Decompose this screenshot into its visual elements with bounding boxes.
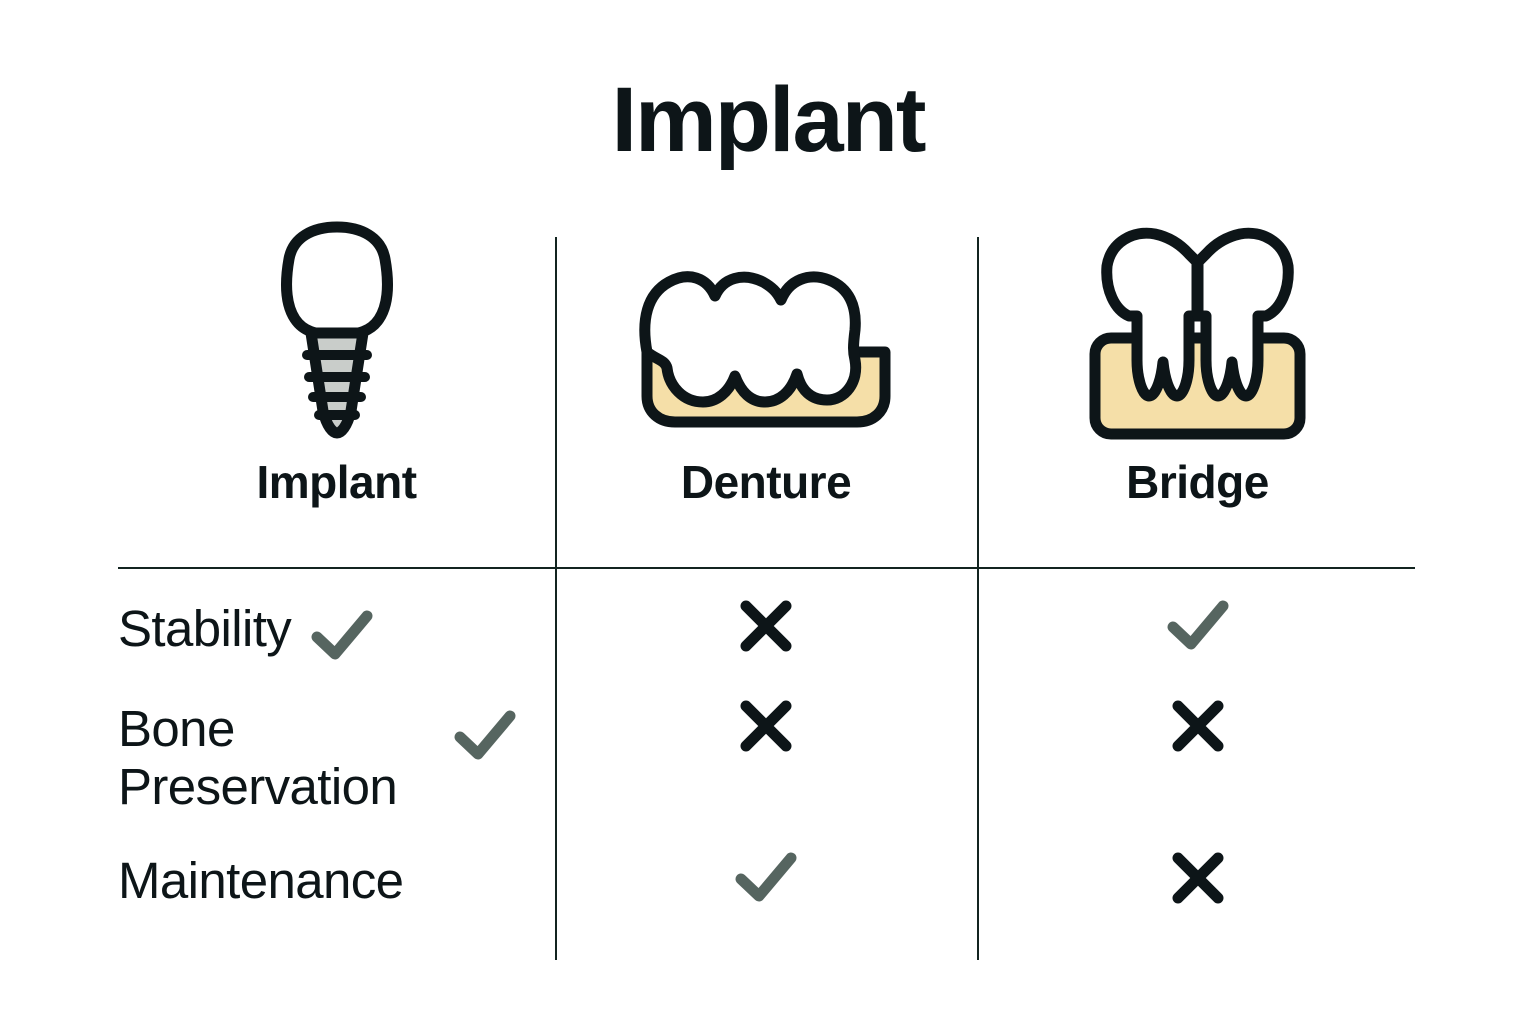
table-row: Bone Preservation xyxy=(118,682,1418,834)
check-icon xyxy=(555,848,987,908)
comparison-table: Implant Denture xyxy=(118,210,1418,970)
column-header-bridge: Bridge xyxy=(977,210,1418,550)
table-header-row: Implant Denture xyxy=(118,210,1418,550)
table-body: Stability xyxy=(118,582,1418,934)
feature-label: Bone Preservation xyxy=(118,700,398,815)
cell-implant: Bone Preservation xyxy=(118,682,555,834)
cell-bridge xyxy=(977,582,1418,682)
table-row: Maintenance xyxy=(118,834,1418,934)
cross-icon xyxy=(977,696,1418,756)
column-divider-2 xyxy=(977,237,979,960)
page-title: Implant xyxy=(611,69,926,171)
column-header-label: Bridge xyxy=(1126,456,1269,508)
check-icon xyxy=(309,606,375,671)
table-row: Stability xyxy=(118,582,1418,682)
cell-denture xyxy=(555,682,977,834)
feature-label: Stability xyxy=(118,600,292,657)
cell-implant: Stability xyxy=(118,582,555,682)
cross-icon xyxy=(555,596,987,656)
column-header-implant: Implant xyxy=(118,210,555,550)
cross-icon xyxy=(555,696,987,756)
header-rule xyxy=(118,567,1415,569)
denture-icon xyxy=(631,210,901,445)
cell-denture xyxy=(555,582,977,682)
dental-bridge-icon xyxy=(1085,210,1310,445)
column-header-denture: Denture xyxy=(555,210,977,550)
dental-implant-icon xyxy=(247,210,427,445)
cell-bridge xyxy=(977,682,1418,834)
cell-implant: Maintenance xyxy=(118,834,555,934)
check-icon xyxy=(977,596,1418,656)
column-divider-1 xyxy=(555,237,557,960)
feature-label: Maintenance xyxy=(118,852,404,909)
cell-bridge xyxy=(977,834,1418,934)
column-header-label: Denture xyxy=(680,456,852,508)
check-icon xyxy=(452,706,518,771)
column-header-label: Implant xyxy=(256,456,417,508)
cross-icon xyxy=(977,848,1418,908)
cell-denture xyxy=(555,834,977,934)
